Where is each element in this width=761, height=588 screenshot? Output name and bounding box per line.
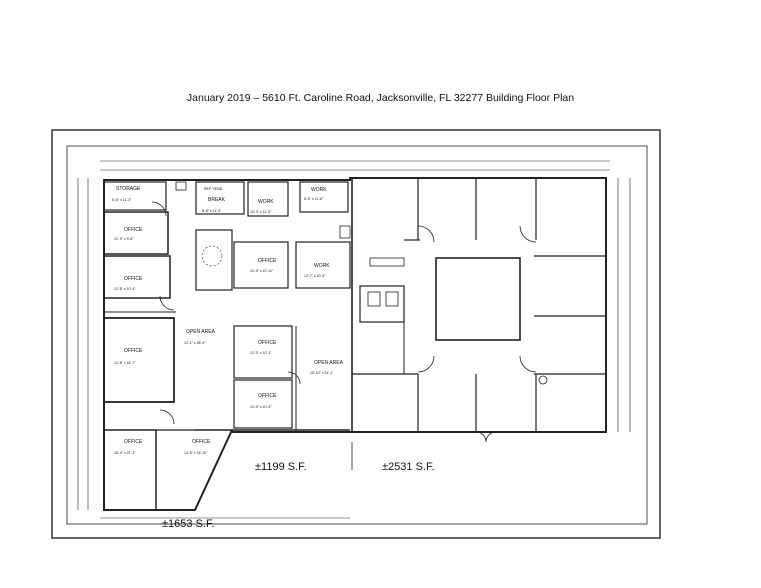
room-name-office5: OFFICE xyxy=(258,340,277,346)
room-name-office4: OFFICE xyxy=(124,348,143,354)
room-name-office1: OFFICE xyxy=(124,227,143,233)
inner-border xyxy=(66,145,648,525)
door-swing xyxy=(417,355,435,373)
room-name-open-area2: OPEN AREA xyxy=(314,360,344,366)
wall-center-room xyxy=(435,257,521,341)
door-swing xyxy=(159,295,175,311)
room-dims-break: 8'-8" x 11'-3" xyxy=(202,209,222,213)
door-swing xyxy=(151,201,167,217)
area-label-1199: ±1199 S.F. xyxy=(255,461,307,473)
door-swing xyxy=(287,371,301,385)
area-label-1653: ±1653 S.F. xyxy=(162,518,215,530)
door-swing xyxy=(417,225,435,243)
entry-door xyxy=(485,431,497,443)
room-dims-office2: 12'-8" x 10'-4" xyxy=(114,287,136,291)
door-swing xyxy=(519,225,537,243)
sink-fixture xyxy=(339,225,351,239)
wall-work2 xyxy=(299,181,349,213)
wall-work3 xyxy=(295,241,351,289)
room-dims-office1: 12'-9" x 9'-8" xyxy=(114,237,134,241)
room-dims-work2: 6'-5" x 11'-8" xyxy=(304,197,324,201)
turning-circle xyxy=(201,245,223,267)
page-title: January 2019 – 5610 Ft. Caroline Road, J… xyxy=(186,92,575,104)
room-name-office3: OFFICE xyxy=(258,258,277,264)
counter-fixture xyxy=(369,257,405,267)
wall-storage xyxy=(103,181,167,211)
sheet-border xyxy=(51,129,661,539)
wall-office2 xyxy=(103,255,171,299)
room-dims-open-area1: 12'-1" x 28'-9" xyxy=(184,341,206,345)
toilet-fixture xyxy=(385,291,399,307)
room-dims-open-area2: 10'-10" x 31'-1" xyxy=(310,371,334,375)
wall-office3 xyxy=(233,241,289,289)
toilet-fixture xyxy=(367,291,381,307)
wall-office1 xyxy=(103,211,169,255)
area-label-2531: ±2531 S.F. xyxy=(382,461,435,473)
room-dims-office5: 12'-0" x 10'-3" xyxy=(250,351,272,355)
wall-office4 xyxy=(103,317,175,403)
door-swing xyxy=(519,355,537,373)
room-name-work2: WORK xyxy=(311,187,327,193)
room-name-work1: WORK xyxy=(258,199,274,205)
wall-restroom xyxy=(195,229,233,291)
room-dims-storage: 6'-6" x 11'-3" xyxy=(112,198,132,202)
room-name-office7: OFFICE xyxy=(124,439,143,445)
wall-work1 xyxy=(247,181,289,217)
room-name-work3: WORK xyxy=(314,263,330,269)
wall-restrooms-right xyxy=(359,285,405,323)
room-name-open-area1: OPEN AREA xyxy=(186,329,216,335)
room-name-break: BREAK xyxy=(208,197,226,203)
room-name-office6: OFFICE xyxy=(258,393,277,399)
room-name-office8: OFFICE xyxy=(192,439,211,445)
door-swing xyxy=(159,409,175,425)
room-name-ref-vend: REF. VEND xyxy=(204,187,223,191)
room-dims-work1: 10'-3" x 11'-9" xyxy=(250,210,272,214)
room-labels: STORAGE 6'-6" x 11'-3" REF. VEND BREAK 8… xyxy=(112,186,344,455)
room-name-storage: STORAGE xyxy=(116,186,141,192)
room-dims-office6: 12'-0" x 10'-3" xyxy=(250,405,272,409)
room-dims-office3: 10'-3" x 10'-11" xyxy=(250,269,274,273)
panel-fixture xyxy=(175,181,187,191)
wall-office5 xyxy=(233,325,293,379)
room-dims-office8: 14'-5" x 15'-10" xyxy=(184,451,208,455)
room-name-office2: OFFICE xyxy=(124,276,143,282)
wall-break xyxy=(195,181,245,215)
building-outline xyxy=(103,177,607,511)
room-dims-office4: 12'-8" x 16'-7" xyxy=(114,361,136,365)
fixture-marker xyxy=(538,375,548,385)
wall-office6 xyxy=(233,379,293,429)
room-dims-work3: 12'-7" x 10'-6" xyxy=(304,274,326,278)
room-dims-office7: 16'-4" x 21'-3" xyxy=(114,451,136,455)
entry-door xyxy=(475,431,487,443)
